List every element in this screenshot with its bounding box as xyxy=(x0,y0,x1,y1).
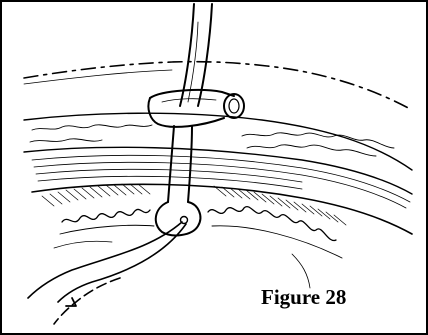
fascia-layers xyxy=(24,147,412,208)
skin-surface xyxy=(24,62,412,110)
peritoneum xyxy=(32,184,412,234)
subcutaneous-layer xyxy=(24,113,412,170)
stomach-wall xyxy=(54,207,342,288)
suture-thread-2 xyxy=(58,224,186,302)
suture-thread xyxy=(28,222,182,298)
gastrostomy-tube xyxy=(156,4,212,235)
securing-collar xyxy=(148,90,244,127)
surgical-illustration xyxy=(2,2,426,333)
figure-caption: Figure 28 xyxy=(261,287,346,308)
direction-arrow-icon xyxy=(54,278,120,324)
